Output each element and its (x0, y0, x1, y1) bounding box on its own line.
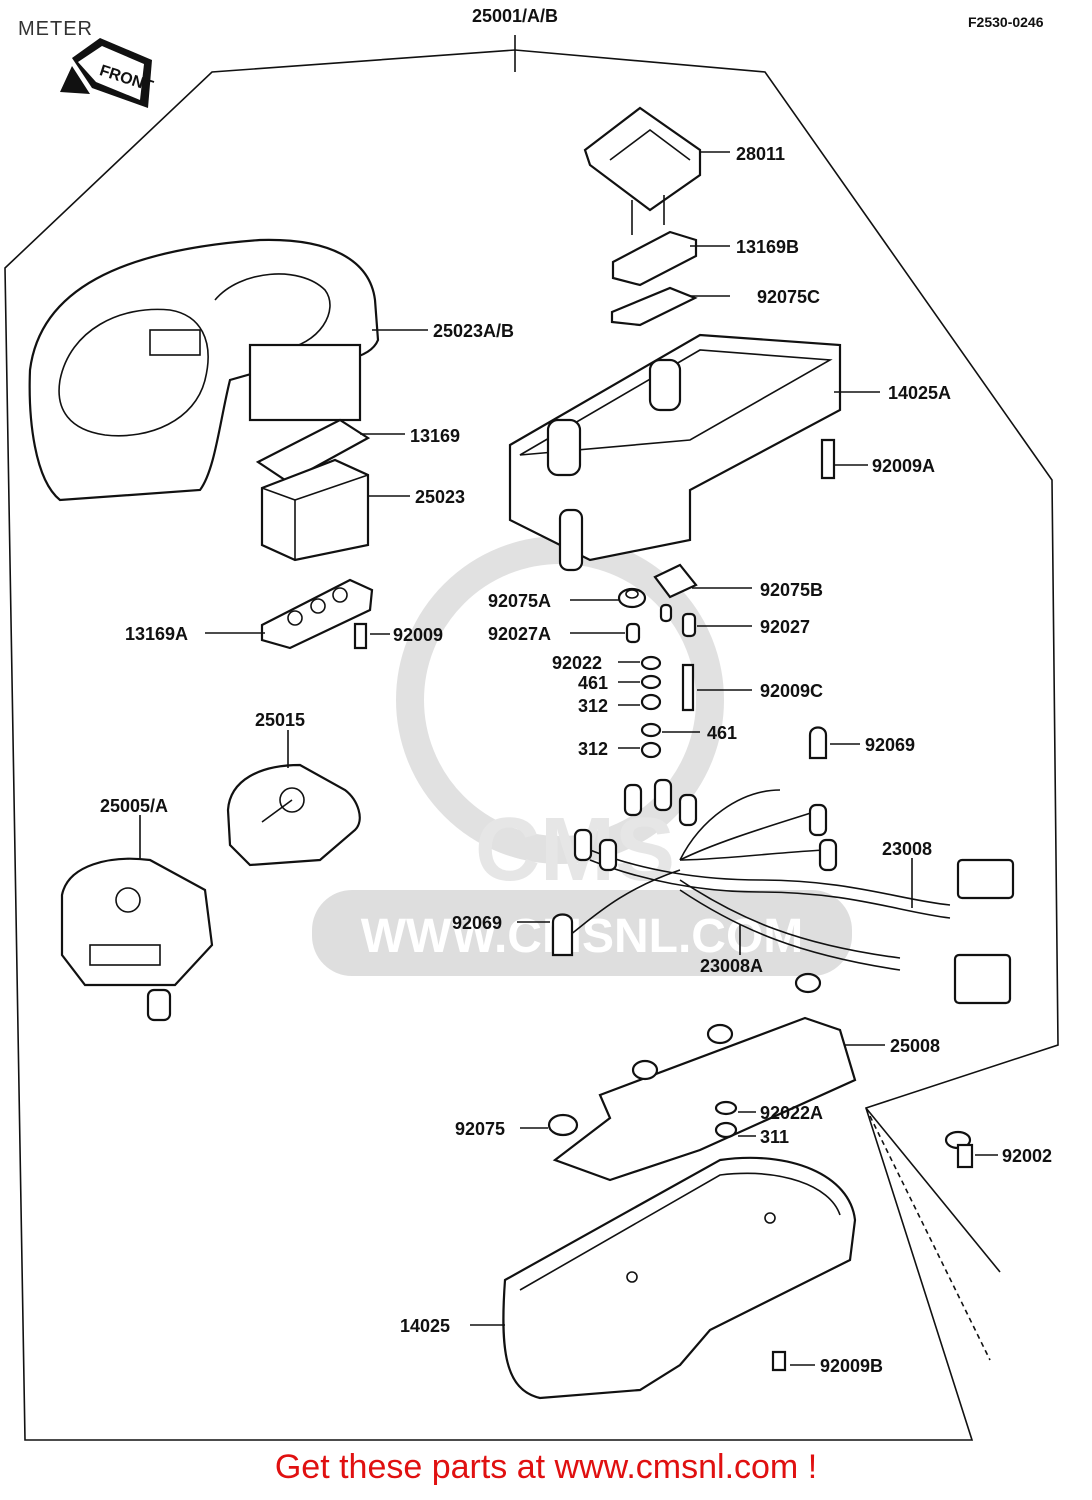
part-label-461-b: 461 (707, 723, 737, 743)
grommet-92075 (547, 1113, 579, 1137)
part-label-25023ab: 25023A/B (433, 321, 514, 341)
part-label-23008a: 23008A (700, 956, 763, 976)
plate-92075c (610, 286, 698, 327)
bulb-92069 (808, 726, 828, 760)
indicator-25023 (260, 458, 370, 562)
diagram-code: F2530-0246 (968, 14, 1044, 30)
screw-92009b (771, 1350, 787, 1372)
part-label-461: 461 (578, 673, 608, 693)
part-label-13169b: 13169B (736, 237, 799, 257)
meter-case-25023a (28, 238, 380, 502)
part-label-92009b: 92009B (820, 1356, 883, 1376)
part-label-25023: 25023 (415, 487, 465, 507)
part-label-312-b: 312 (578, 739, 608, 759)
washer-461 (640, 674, 662, 690)
grommet-92075b (653, 563, 698, 599)
tachometer-25015 (226, 763, 361, 867)
washer-461-b (640, 722, 662, 738)
part-label-92009: 92009 (393, 625, 443, 645)
part-label-14025: 14025 (400, 1316, 450, 1336)
part-label-92075a: 92075A (488, 591, 551, 611)
bracket-13169b (611, 230, 698, 287)
part-label-92009c: 92009C (760, 681, 823, 701)
part-label-92009a: 92009A (872, 456, 935, 476)
spacer-92027 (681, 612, 697, 638)
front-arrow-icon: FRONT (60, 38, 155, 108)
washer-92022 (640, 655, 662, 671)
part-label-92022: 92022 (552, 653, 602, 673)
washer-92022a (714, 1100, 738, 1116)
part-label-25015: 25015 (255, 710, 305, 730)
part-label-92075: 92075 (455, 1119, 505, 1139)
part-label-92075c: 92075C (757, 287, 820, 307)
part-label-25008: 25008 (890, 1036, 940, 1056)
page-title: METER (18, 18, 93, 40)
part-label-92002: 92002 (1002, 1146, 1052, 1166)
nut-311 (714, 1121, 738, 1139)
part-label-25005a: 25005/A (100, 796, 168, 816)
bulb-92069-b (551, 913, 574, 957)
bolt-92002 (944, 1130, 974, 1169)
assembly-outline (4, 49, 1059, 1441)
part-label-14025a: 14025A (888, 383, 951, 403)
part-label-312: 312 (578, 696, 608, 716)
assembly-label: 25001/A/B (472, 6, 558, 26)
watermark: WWW.CMSNL.COM CMS (312, 536, 852, 976)
part-label-92075b: 92075B (760, 580, 823, 600)
wiring-harness-23008 (569, 778, 1015, 1005)
part-label-92027: 92027 (760, 617, 810, 637)
grommet-92075a (617, 587, 647, 609)
speedometer-25005 (60, 857, 214, 1022)
part-label-23008: 23008 (882, 839, 932, 859)
part-labels: 28011 13169B 92075C 25023A/B 14025A 1316… (100, 144, 1052, 1376)
nut-312 (640, 693, 662, 711)
nut-312-b (640, 741, 662, 759)
part-label-13169a: 13169A (125, 624, 188, 644)
housing-14025a (508, 333, 842, 572)
footer-link-text[interactable]: Get these parts at www.cmsnl.com ! (274, 1448, 818, 1486)
screw-92009a (820, 438, 836, 480)
screw-92009 (353, 622, 368, 650)
bracket-25008 (552, 972, 857, 1182)
socket-plate-13169a (260, 578, 374, 650)
leader-lines (139, 151, 998, 1366)
part-label-28011: 28011 (736, 144, 785, 164)
part-label-92027a: 92027A (488, 624, 551, 644)
part-label-92022a: 92022A (760, 1103, 823, 1123)
spacer-92027a (625, 622, 641, 644)
bottom-cover-14025 (502, 1156, 857, 1400)
screw-92009c (681, 663, 695, 712)
switch-28011 (583, 106, 702, 235)
part-label-92069-b: 92069 (452, 913, 502, 933)
part-label-92069: 92069 (865, 735, 915, 755)
part-label-311: 311 (760, 1127, 789, 1147)
part-label-13169: 13169 (410, 426, 460, 446)
spacer-92027a-2 (659, 603, 673, 623)
gasket-13169 (255, 418, 371, 484)
